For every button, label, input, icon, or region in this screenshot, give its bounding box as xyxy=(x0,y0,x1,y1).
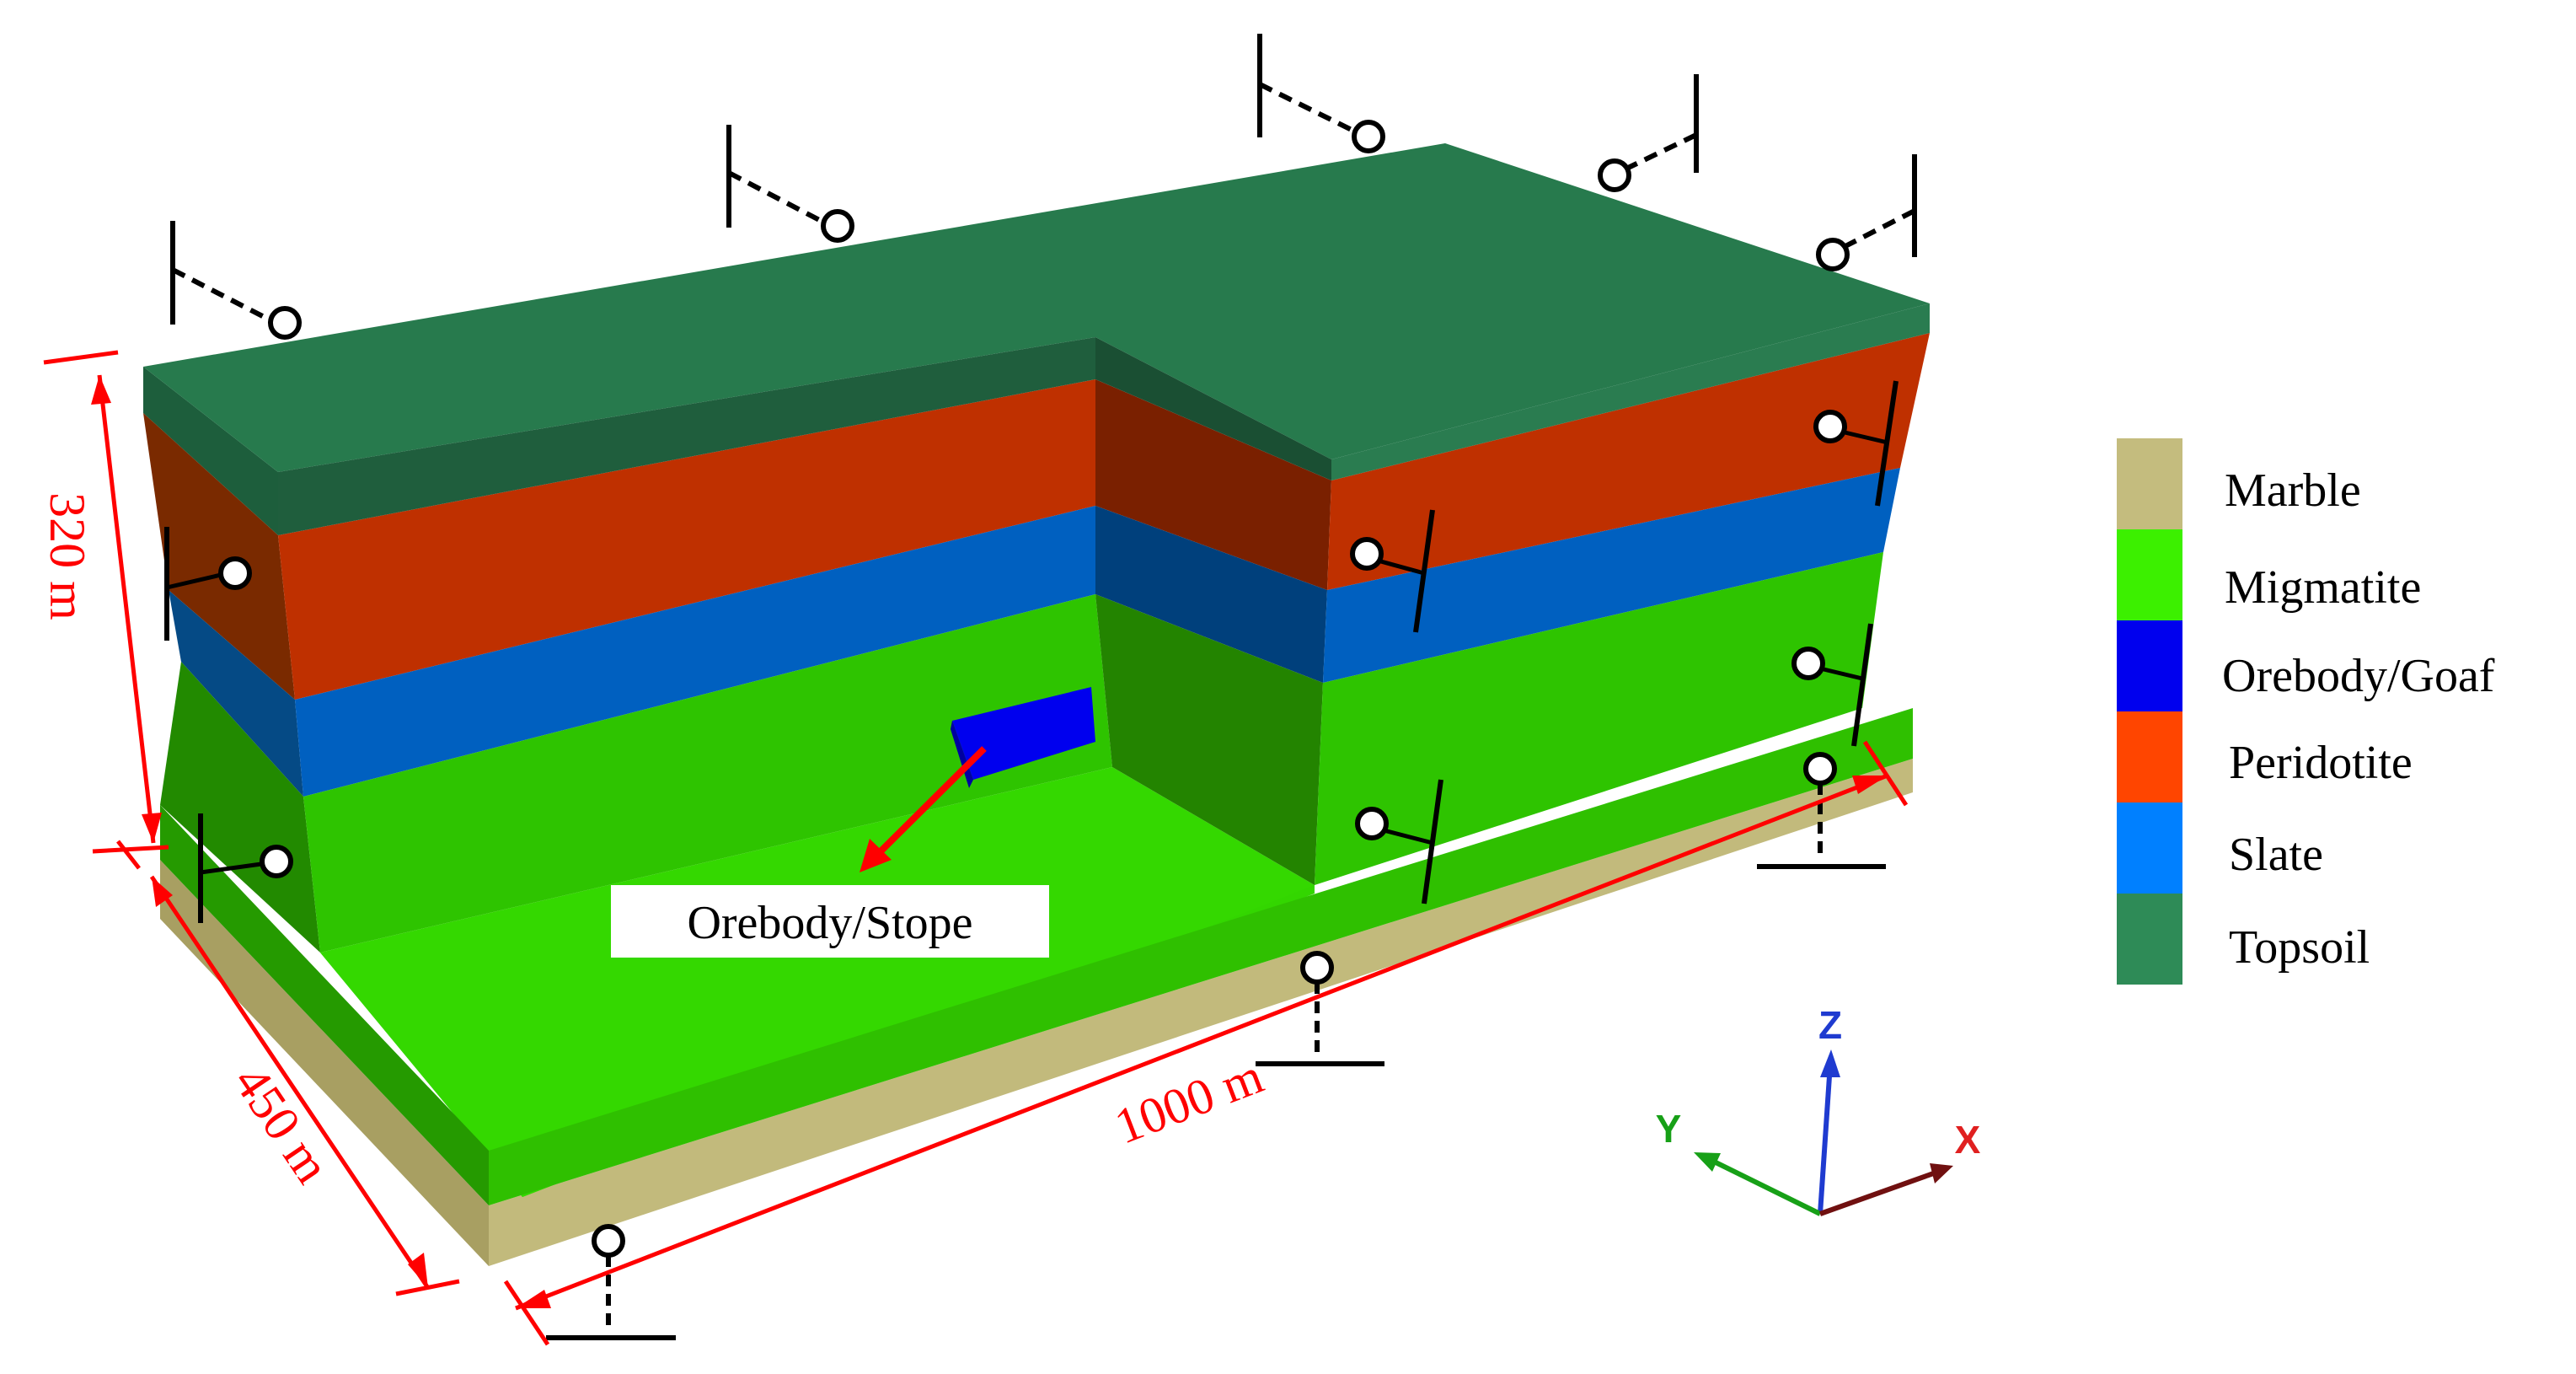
height-dimension xyxy=(43,350,162,844)
mid-support-1 xyxy=(1350,509,1435,633)
topsoil-inner-edge xyxy=(1095,337,1331,480)
x-axis-line xyxy=(1818,1169,1940,1216)
left-block-topsoil-side xyxy=(143,367,278,535)
right-block-migmatite-front xyxy=(1315,552,1883,885)
left-block-peridotite-side xyxy=(143,413,295,700)
left-block-migmatite-side xyxy=(160,662,320,953)
inner-wall-migmatite xyxy=(1095,594,1323,885)
length-dimension-label: 1000 m xyxy=(1107,1048,1270,1155)
callout-label: Orebody/Stope xyxy=(687,897,972,949)
z-axis-line xyxy=(1818,1063,1833,1215)
height-dimension-label: 320 m xyxy=(40,492,95,620)
y-axis-line xyxy=(1707,1157,1822,1216)
bottom-support-2 xyxy=(1256,951,1384,1066)
right-support-1 xyxy=(1813,380,1899,507)
marble-left-face xyxy=(160,860,489,1266)
legend-swatch-peridotite xyxy=(2117,711,2182,802)
migmatite-left-slab xyxy=(160,805,489,1205)
legend: Marble Migmatite Orebody/Goaf Peridotite… xyxy=(2117,438,2495,985)
legend-swatch-orebody-goaf xyxy=(2117,620,2182,711)
top-support-4 xyxy=(1598,74,1699,192)
top-support-2 xyxy=(726,125,854,243)
orebody-stope xyxy=(952,687,1095,780)
inner-wall-peridotite xyxy=(1095,379,1331,590)
axis-triad: Z Y X xyxy=(1656,1003,1981,1216)
left-block-peridotite-front xyxy=(278,379,1095,700)
legend-label-marble: Marble xyxy=(2225,464,2361,517)
legend-swatch-migmatite xyxy=(2117,529,2182,620)
right-block-peridotite-front xyxy=(1327,333,1930,590)
y-axis-arrowhead xyxy=(1694,1152,1721,1172)
marble-front-face xyxy=(489,759,1913,1266)
legend-swatch-marble xyxy=(2117,438,2182,529)
block-model xyxy=(143,143,1930,1266)
migmatite-front-face xyxy=(489,708,1913,1205)
orebody-callout: Orebody/Stope xyxy=(611,746,1049,958)
topsoil-right-front-edge xyxy=(1331,303,1930,480)
top-support-1 xyxy=(170,221,302,340)
boundary-supports xyxy=(164,34,1917,1340)
x-axis-arrowhead xyxy=(1930,1163,1953,1183)
y-axis-label: Y xyxy=(1656,1107,1682,1151)
legend-label-orebody-goaf: Orebody/Goaf xyxy=(2222,650,2495,702)
left-block-migmatite-front xyxy=(303,594,1112,953)
legend-label-slate: Slate xyxy=(2229,829,2323,881)
width-dimension xyxy=(92,840,460,1296)
inner-wall-slate xyxy=(1095,506,1327,683)
top-support-3 xyxy=(1257,34,1385,153)
left-block-slate-front xyxy=(295,506,1095,797)
legend-swatch-topsoil xyxy=(2117,894,2182,985)
left-support-1 xyxy=(164,527,252,641)
legend-label-peridotite: Peridotite xyxy=(2229,737,2413,789)
left-block-slate-side xyxy=(169,590,303,797)
topsoil-top xyxy=(143,143,1930,472)
bottom-support-3 xyxy=(546,1224,676,1340)
orebody-stope-side xyxy=(951,721,973,788)
legend-label-migmatite: Migmatite xyxy=(2225,561,2421,614)
left-support-2 xyxy=(198,813,293,923)
z-axis-arrowhead xyxy=(1820,1049,1840,1077)
migmatite-floor-main xyxy=(320,767,1315,1197)
legend-swatch-slate xyxy=(2117,802,2182,894)
top-support-5 xyxy=(1816,154,1917,271)
x-axis-label: X xyxy=(1955,1118,1981,1162)
bottom-support-1 xyxy=(1757,752,1886,869)
topsoil-left-front-edge xyxy=(278,337,1095,535)
mid-support-2 xyxy=(1355,779,1443,904)
length-dimension xyxy=(503,740,1909,1346)
legend-label-topsoil: Topsoil xyxy=(2229,921,2370,974)
right-support-2 xyxy=(1791,623,1873,747)
z-axis-label: Z xyxy=(1818,1003,1842,1047)
dimension-annotations xyxy=(43,350,1909,1346)
right-block-slate-front xyxy=(1323,468,1900,683)
callout-box xyxy=(611,885,1049,958)
